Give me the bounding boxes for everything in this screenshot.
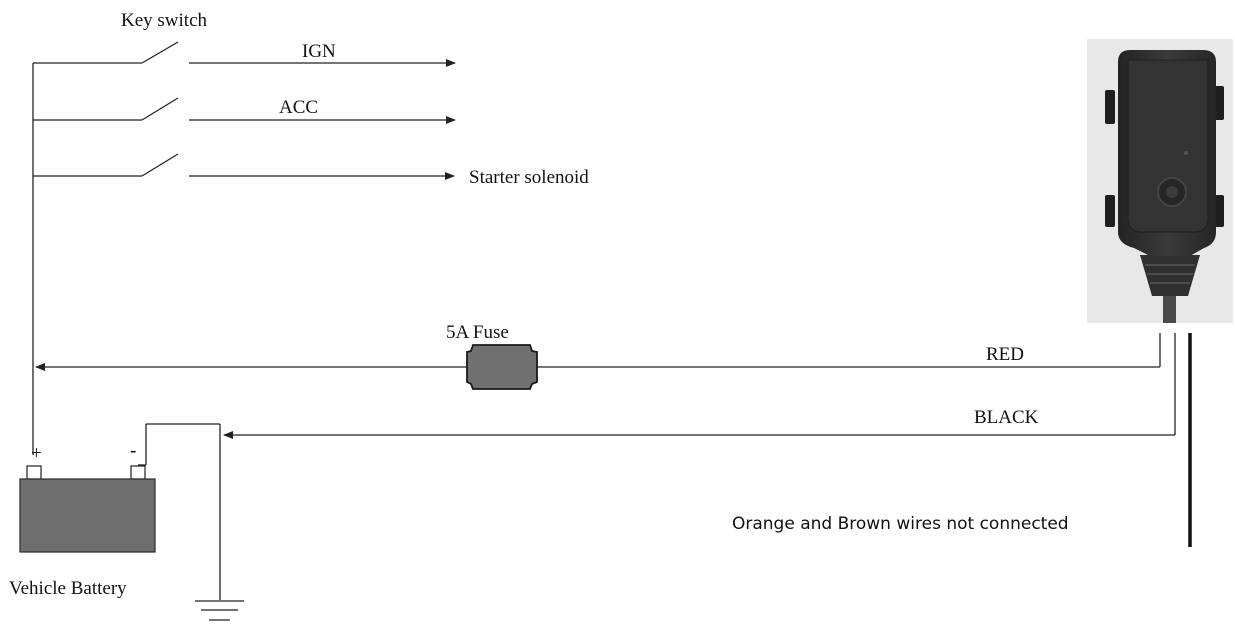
key-switch-label: Key switch (121, 10, 208, 31)
switch-ign (33, 41, 456, 67)
ign-label: IGN (302, 41, 336, 62)
black-label: BLACK (974, 407, 1039, 428)
battery-label: Vehicle Battery (9, 578, 127, 599)
vehicle-battery-icon (19, 465, 156, 553)
red-wire (35, 333, 1161, 371)
ground-path (138, 423, 221, 600)
tracker-device-image (1087, 39, 1233, 323)
switch-acc (33, 97, 456, 124)
fuse-label: 5A Fuse (446, 322, 509, 343)
starter-solenoid-label: Starter solenoid (469, 167, 589, 188)
acc-label: ACC (279, 97, 318, 118)
ground-symbol-icon (195, 600, 244, 621)
not-connected-note: Orange and Brown wires not connected (732, 514, 1069, 534)
switch-starter (33, 153, 455, 180)
red-label: RED (986, 344, 1024, 365)
black-wire (223, 333, 1176, 439)
battery-plus-label: + (31, 443, 42, 464)
fuse-icon (466, 344, 538, 390)
battery-minus-label: - (130, 440, 136, 461)
